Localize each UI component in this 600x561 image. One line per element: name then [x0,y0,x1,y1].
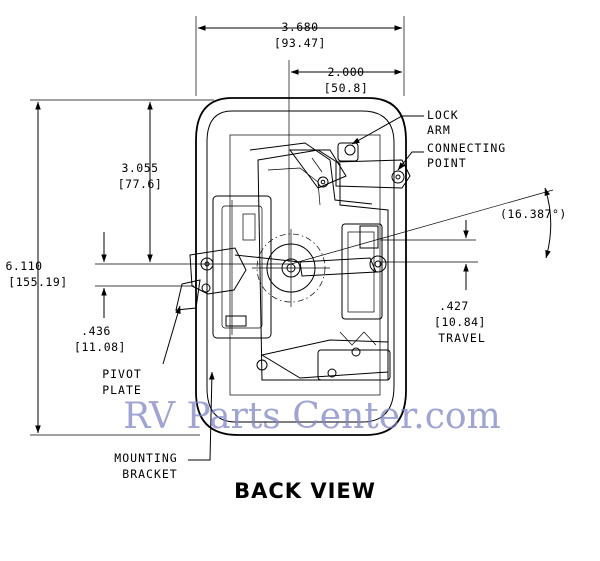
pivot-offset-mm: [11.08] [74,340,126,354]
drawing-title: BACK VIEW [234,479,376,503]
pivot-offset-inch: .436 [81,324,111,338]
height-upper-mm: [77.6] [118,177,163,191]
dimension-labels: 3.680 [93.47] 2.000 [50.8] 3.055 [77.6] … [5,20,566,354]
mounting-bracket [212,195,272,339]
pivot-plate-label-line2: PLATE [102,383,142,397]
lock-arm-label-line2: ARM [427,123,451,137]
dimension-lines [30,16,554,436]
width-partial-mm: [50.8] [324,81,369,95]
pivot-plate-label-line1: PIVOT [102,367,142,381]
travel-label: TRAVEL [438,331,486,345]
height-upper-inch: 3.055 [121,161,158,175]
internal-mechanism [175,142,411,381]
width-overall-inch: 3.680 [281,20,318,34]
travel-inch: .427 [439,299,469,313]
watermark-text: RV Parts Center.com [123,396,500,437]
connecting-point-label-line1: CONNECTING [427,141,506,155]
lock-arm-label-line1: LOCK [427,108,459,122]
connecting-point-label-line2: POINT [427,156,467,170]
callout-leaders [162,115,424,461]
callout-labels: LOCK ARM CONNECTING POINT PIVOT PLATE MO… [102,108,506,481]
travel-mm: [10.84] [434,315,486,329]
height-overall-inch: 6.110 [5,259,42,273]
width-overall-mm: [93.47] [274,36,326,50]
mounting-bracket-label-line1: MOUNTING [114,451,177,465]
mounting-bracket-label-line2: BRACKET [122,467,177,481]
height-overall-mm: [155.19] [8,275,67,289]
width-partial-inch: 2.000 [327,65,364,79]
angle-label: (16.387°) [500,207,567,221]
